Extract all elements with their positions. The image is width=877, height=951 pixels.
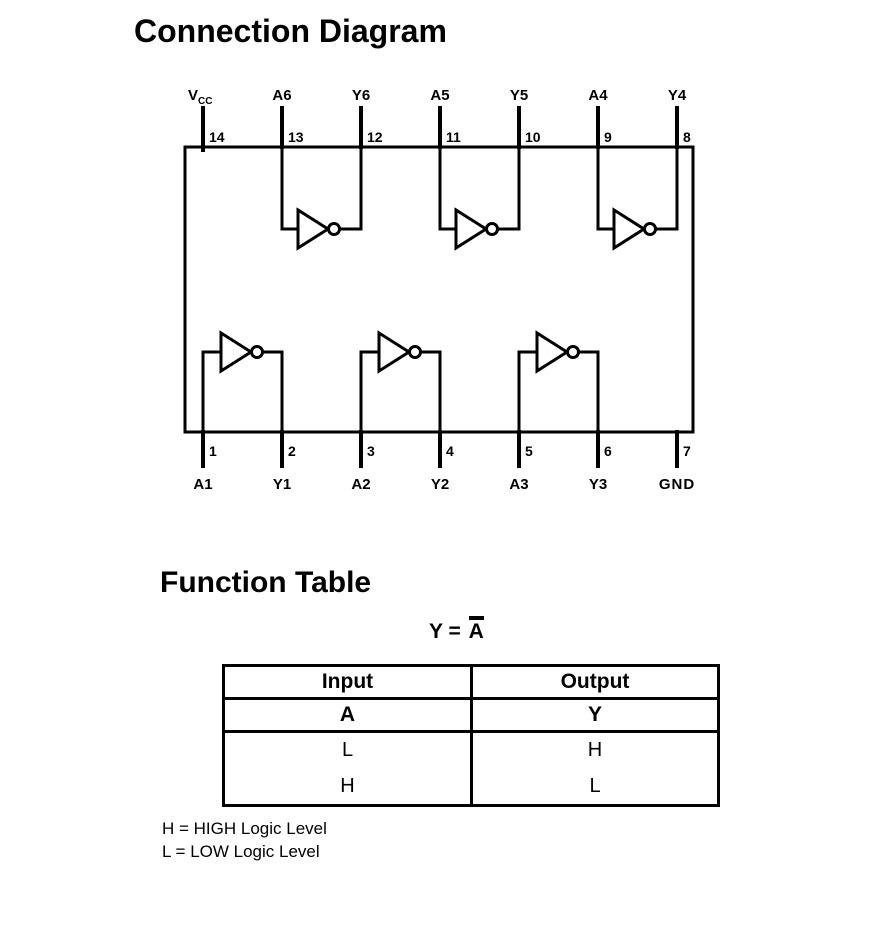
logic-level-notes: H = HIGH Logic Level L = LOW Logic Level (162, 817, 327, 863)
function-table-header-row: Input Output (223, 665, 719, 700)
equation-lhs: Y (429, 620, 443, 643)
pin-number-12: 12 (367, 129, 383, 145)
function-table: Input Output A Y L H H L (222, 664, 720, 807)
inverter-bubble-icon (327, 222, 341, 236)
gate1-output-wire (263, 350, 284, 432)
pin-number-6: 6 (604, 443, 612, 459)
pin-number-14: 14 (209, 129, 225, 145)
inverter-triangle-icon (377, 330, 412, 374)
pin-number-11: 11 (446, 129, 461, 145)
pin-number-7: 7 (683, 443, 691, 459)
pin-number-10: 10 (525, 129, 541, 145)
gate3-output-wire (579, 350, 600, 432)
gate6-input-wire (280, 147, 298, 231)
connection-diagram: VCC A6 Y6 A5 Y5 A4 Y4 14 13 12 11 10 9 8… (183, 87, 695, 493)
table-row: H L (223, 768, 719, 806)
gate5-input-wire (438, 147, 456, 231)
gate2-input-wire (359, 350, 379, 432)
gate5-output-wire (498, 147, 521, 231)
inverter-triangle-icon (296, 207, 331, 251)
pin-number-3: 3 (367, 443, 375, 459)
pin-number-2: 2 (288, 443, 296, 459)
input-value: H (223, 768, 473, 806)
pin-label-vcc: VCC (188, 87, 212, 107)
output-value: H (587, 739, 603, 762)
table-row: L H (223, 731, 719, 769)
pin-label-a1: A1 (193, 476, 212, 493)
input-value: L (223, 731, 473, 769)
gate4-input-wire (596, 147, 614, 231)
note-high: H = HIGH Logic Level (162, 819, 327, 838)
gate3-input-wire (517, 350, 537, 432)
pin-label-y5: Y5 (510, 87, 528, 104)
inverter-bubble-icon (485, 222, 499, 236)
signal-a: A (223, 698, 473, 733)
inverter-gate-3 (517, 330, 600, 432)
pin-label-y3: Y3 (589, 476, 607, 493)
gate1-input-wire (201, 350, 221, 432)
pin-label-y6: Y6 (352, 87, 370, 104)
pin-label-a3: A3 (509, 476, 528, 493)
function-table-signal-row: A Y (223, 698, 719, 733)
inverter-bubble-icon (566, 345, 580, 359)
gate6-output-wire (340, 147, 363, 231)
function-table-title: Function Table (160, 566, 372, 599)
note-low: L = LOW Logic Level (162, 842, 320, 861)
inverter-triangle-icon (535, 330, 570, 374)
inverter-triangle-icon (454, 207, 489, 251)
pin-label-gnd: GND (659, 476, 695, 493)
output-value: L (589, 774, 601, 797)
signal-y: Y (471, 698, 719, 733)
inverter-triangle-icon (219, 330, 254, 374)
gate2-output-wire (421, 350, 442, 432)
pin-number-13: 13 (288, 129, 304, 145)
pin-number-8: 8 (683, 129, 691, 145)
inverter-gate-6 (280, 147, 363, 251)
pin-label-a2: A2 (351, 476, 370, 493)
pin-label-y4: Y4 (668, 87, 687, 104)
pin-label-y1: Y1 (273, 476, 291, 493)
pin-number-1: 1 (209, 443, 217, 459)
pin-number-4: 4 (446, 443, 454, 459)
inverter-gate-2 (359, 330, 442, 432)
inverter-bubble-icon (643, 222, 657, 236)
inverter-bubble-icon (408, 345, 422, 359)
pin-number-5: 5 (525, 443, 533, 459)
boolean-equation: Y = A (429, 616, 484, 644)
pin-label-a5: A5 (430, 87, 449, 104)
bottom-pin-stubs (201, 430, 679, 468)
gate4-output-wire (656, 147, 679, 231)
pin-label-a4: A4 (588, 87, 608, 104)
inverter-gate-1 (201, 330, 284, 432)
pin-number-9: 9 (604, 129, 612, 145)
column-header-output: Output (471, 665, 719, 700)
inverter-gate-4 (596, 147, 679, 251)
connection-diagram-title: Connection Diagram (134, 13, 447, 49)
equation-rhs-overline: A (468, 616, 484, 642)
pin-label-y2: Y2 (431, 476, 449, 493)
column-header-input: Input (223, 665, 473, 700)
top-pin-stubs (201, 106, 679, 152)
inverter-bubble-icon (250, 345, 264, 359)
pin-label-a6: A6 (272, 87, 291, 104)
equation-operator: = (448, 620, 461, 643)
inverter-gate-5 (438, 147, 521, 251)
inverter-triangle-icon (612, 207, 647, 251)
